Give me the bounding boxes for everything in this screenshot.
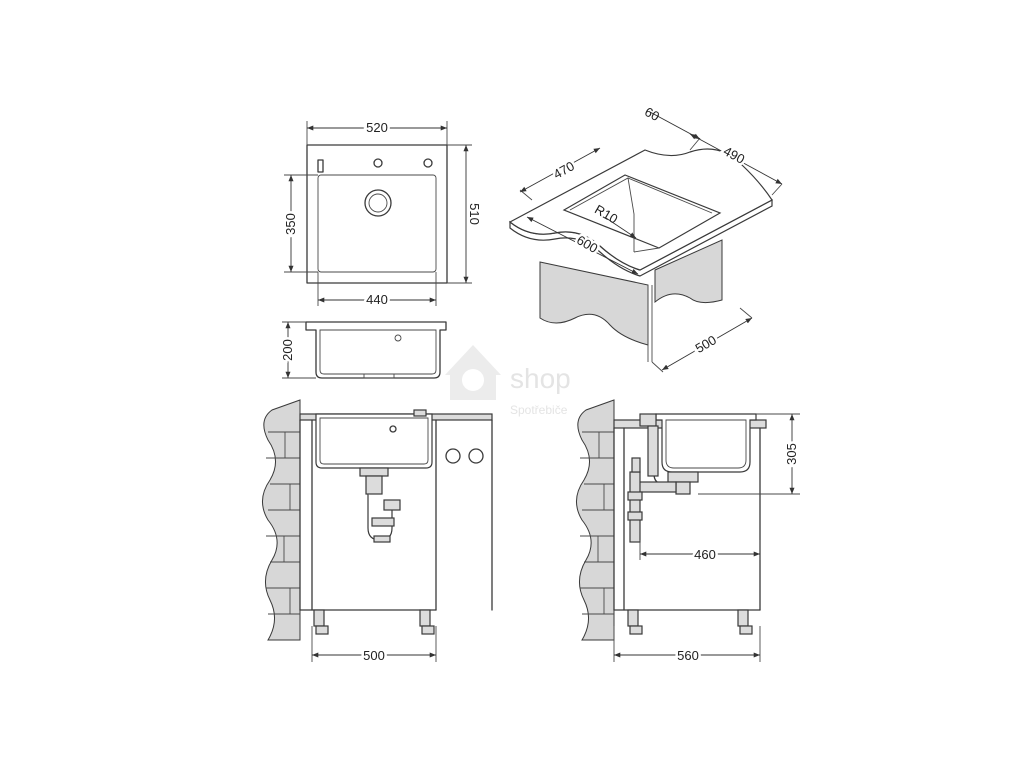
perspective-view: 470 490 60 R10 600 500 — [508, 104, 783, 373]
top-view: 520 510 350 440 — [281, 118, 485, 310]
dimension-label-520: 520 — [366, 120, 388, 135]
side-section-view: 200 — [278, 321, 447, 379]
dimension-label-200: 200 — [280, 339, 295, 361]
dimension-label-470: 470 — [551, 158, 577, 182]
dimension-label-500-perspective: 500 — [693, 332, 719, 356]
dimension-label-560: 560 — [677, 648, 699, 663]
watermark: shop Spotřebiče — [445, 345, 571, 417]
dimension-label-510: 510 — [467, 203, 482, 225]
watermark-logo-icon — [445, 345, 501, 400]
dimension-label-305: 305 — [784, 443, 799, 465]
front-installation-view: 500 — [262, 399, 493, 666]
watermark-logo-text: shop — [510, 363, 571, 394]
dimension-label-440: 440 — [366, 292, 388, 307]
side-installation-view: 460 305 560 — [576, 399, 802, 666]
dimension-label-350: 350 — [283, 213, 298, 235]
dimension-label-60: 60 — [642, 104, 662, 124]
dimension-label-500-front: 500 — [363, 648, 385, 663]
watermark-tagline: Spotřebiče — [510, 403, 568, 417]
dimension-label-460: 460 — [694, 547, 716, 562]
